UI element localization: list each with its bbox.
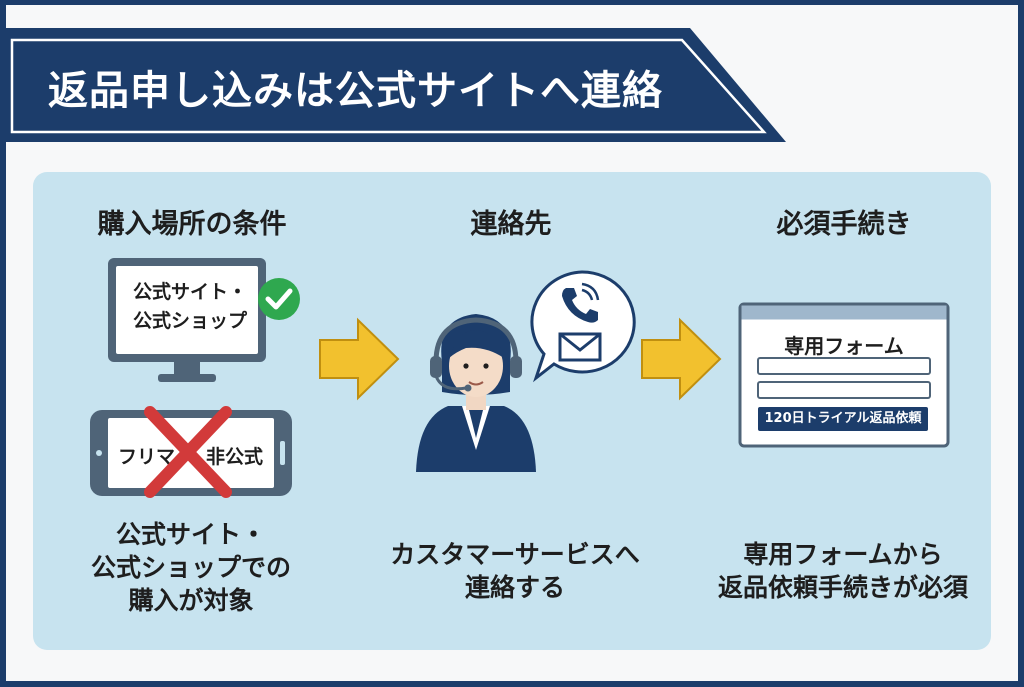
check-icon [258,278,300,320]
caption-contact: カスタマーサービスへ 連絡する [390,540,640,602]
phone-label-unofficial: 非公式 [206,446,264,468]
arrow-right-icon [319,317,400,401]
phone-label-flea-market: フリマ [118,446,176,468]
heading-purchase-place: 購入場所の条件 [97,209,287,240]
page-title: 返品申し込みは公式サイトへ連絡 [48,68,663,114]
heading-procedure: 必須手続き [776,209,912,240]
return-request-button[interactable]: 120日トライアル返品依頼 [758,407,928,431]
speech-bubble [530,270,636,383]
cross-icon [144,406,232,498]
mail-icon [558,332,602,362]
heading-contact: 連絡先 [470,209,552,240]
title-banner [0,28,786,142]
caption-procedure: 専用フォームから 返品依頼手続きが必須 [717,540,968,602]
form-title: 専用フォーム [784,334,904,358]
phone-icon [562,282,600,323]
monitor-official-illustration [108,258,266,382]
headset-operator-illustration [416,314,536,472]
arrow-right-icon [641,317,722,401]
monitor-official-text: 公式サイト・ 公式ショップ [132,281,247,332]
caption-purchase-place: 公式サイト・ 公式ショップでの 購入が対象 [90,520,291,615]
